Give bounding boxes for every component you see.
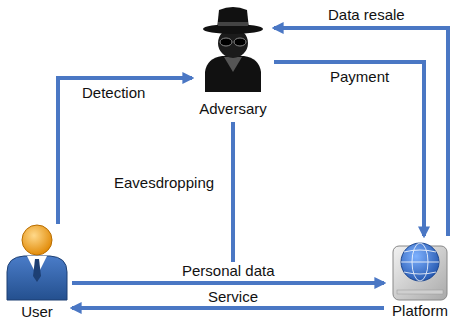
edge-label: Detection [80,84,147,101]
node-label: Platform [384,302,456,320]
edge-label: Service [206,288,260,305]
user-icon [7,225,67,300]
edge-label: Data resale [326,6,407,23]
node-label: Adversary [192,100,274,118]
flow-arrow [274,28,448,236]
platform-icon [393,243,447,300]
flow-arrow [72,281,384,285]
user-node: User [2,224,72,321]
adversary-node: Adversary [192,4,274,118]
flow-arrow [72,306,384,310]
platform-node: Platform [384,236,456,320]
edge-label: Payment [328,68,391,85]
annotation-label: Eavesdropping [112,174,216,191]
flow-arrow [58,78,192,224]
adversary-icon [203,7,263,92]
node-label: User [2,303,72,321]
eavesdrop-arrow [231,122,235,276]
flow-arrow [274,62,424,236]
edge-label: Personal data [180,262,277,279]
